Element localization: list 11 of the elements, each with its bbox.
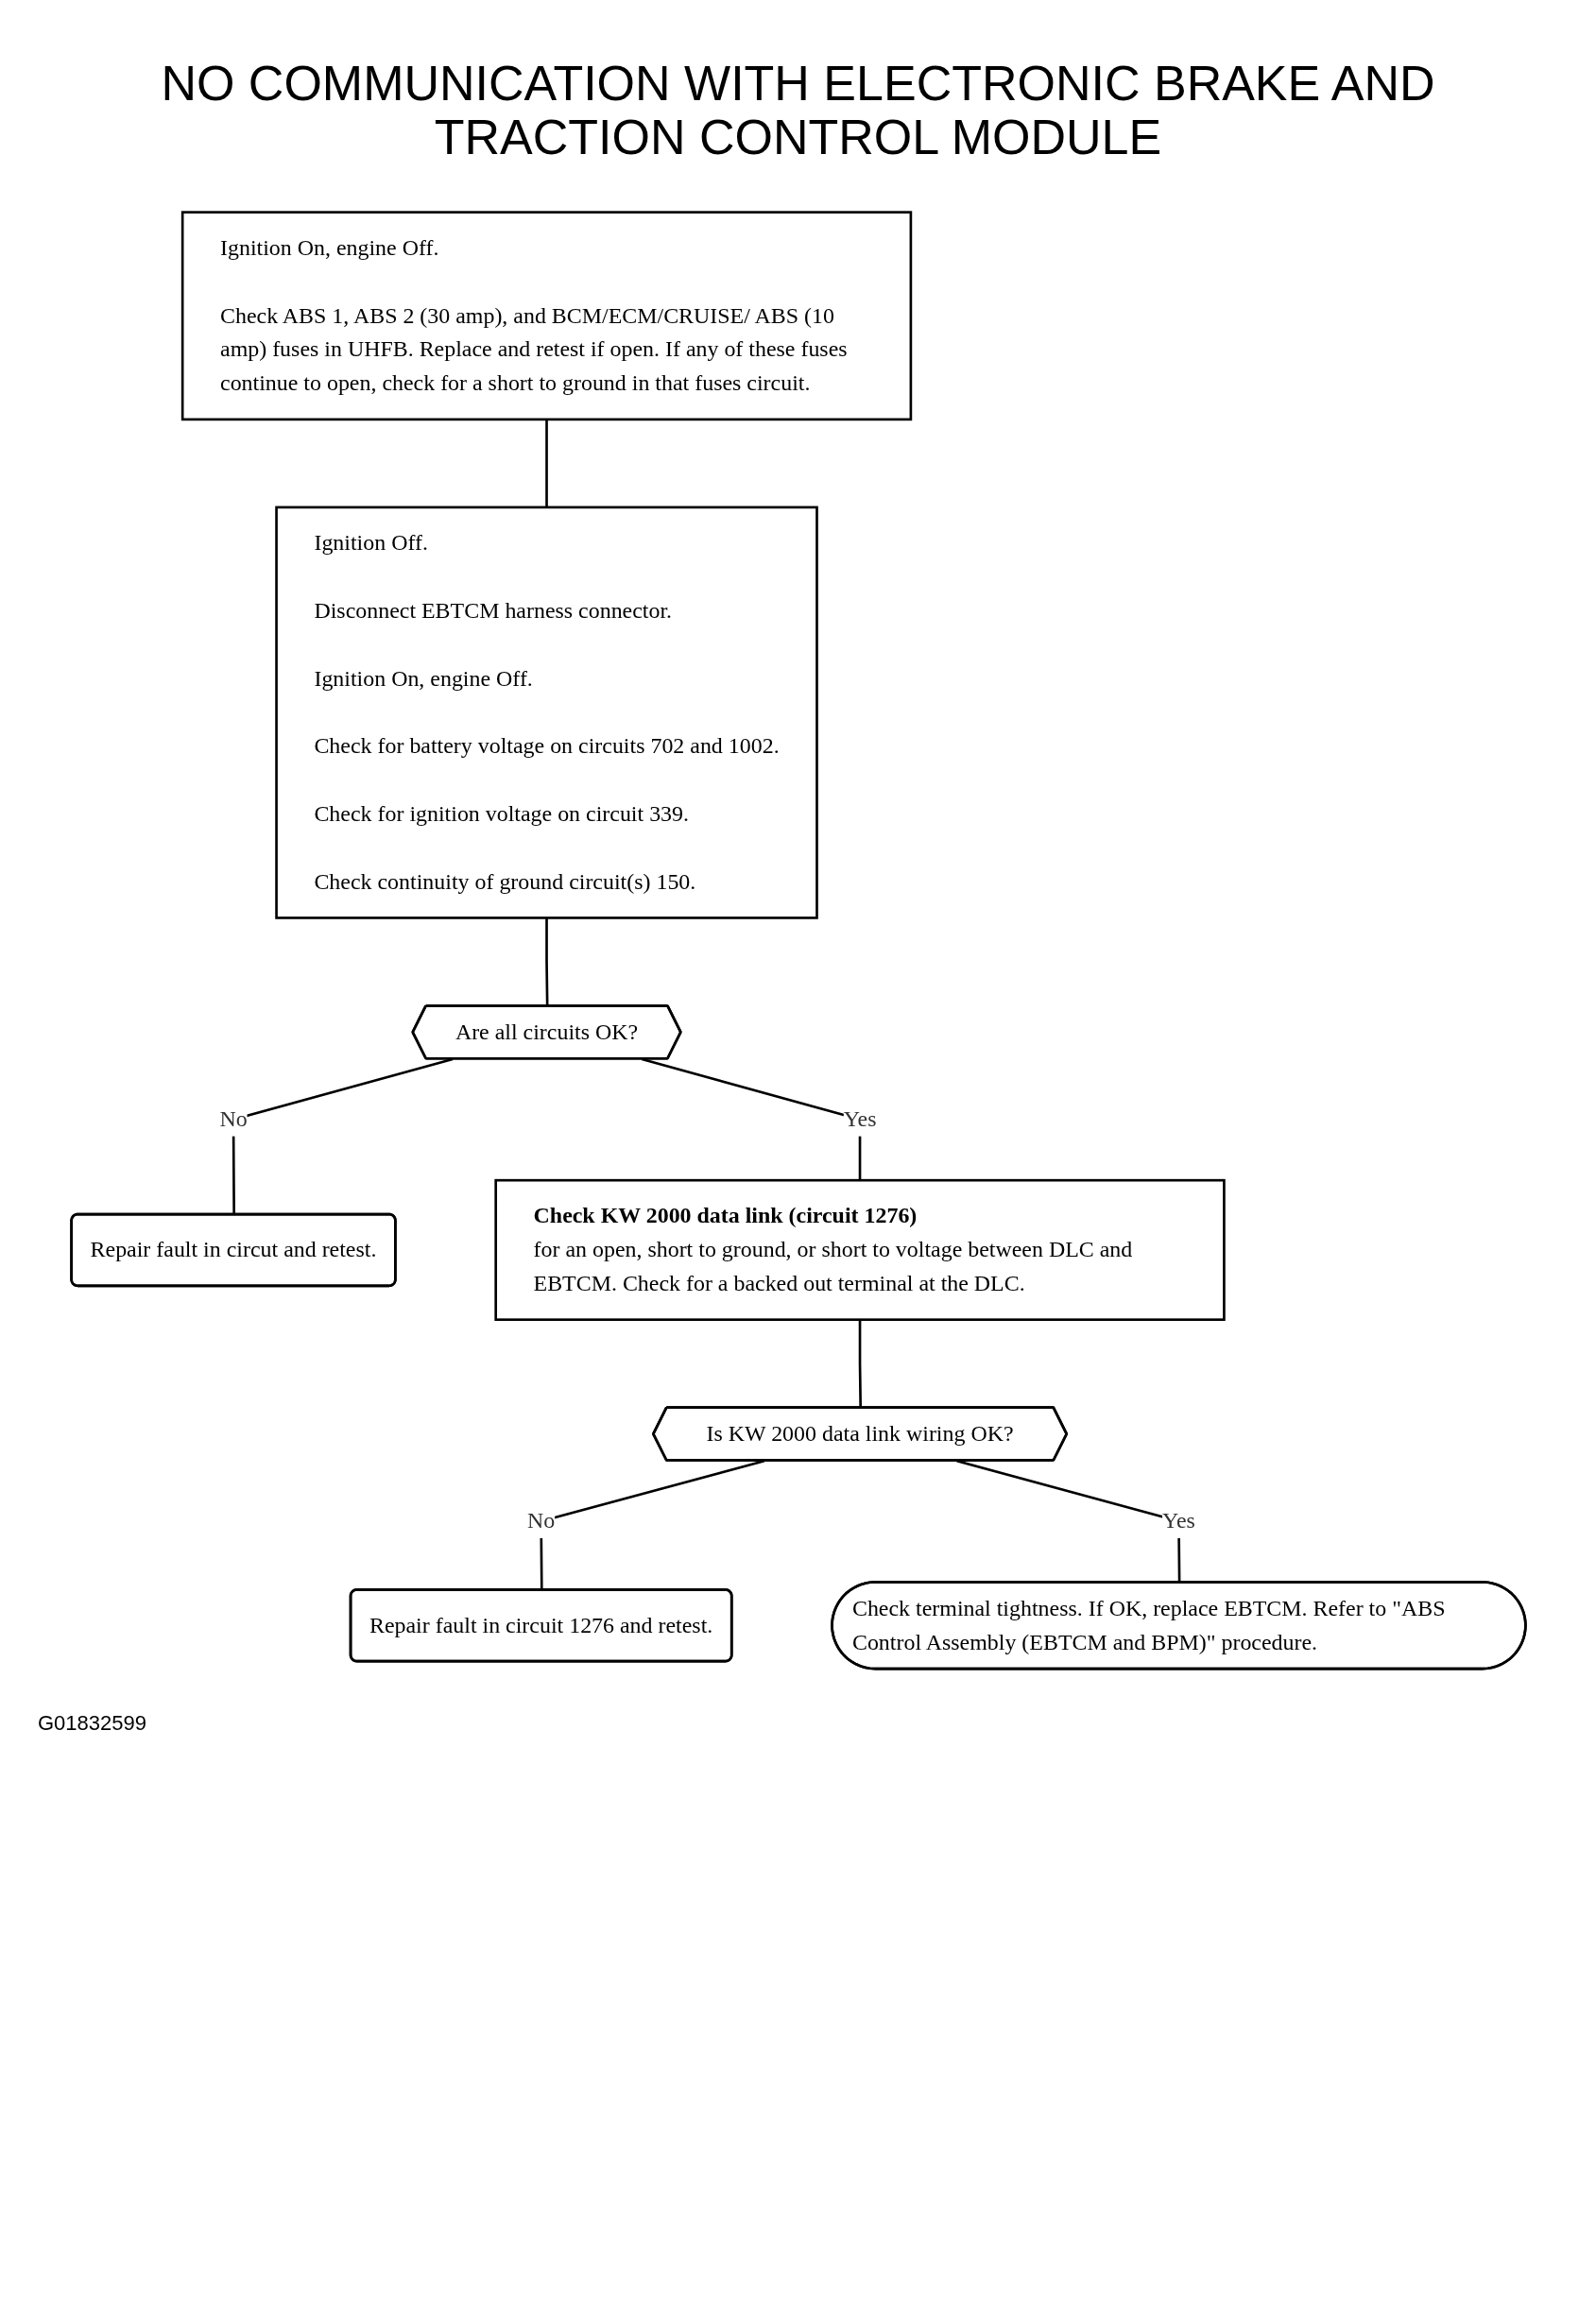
edge-label: Yes (843, 1106, 876, 1132)
node-box: Ignition On, engine Off. Check ABS 1, ABS 2 (30 amp), and BCM/ECM/CRUISE/ ABS (10 amp) fuses in UHFB. Replace and retest if open. If any of these fuses continue to open, check for a short to ground in that fuses circuit. (180, 211, 912, 421)
node-box: Ignition Off. Disconnect EBTCM harness connector. Ignition On, engine Off. Check for battery voltage on circuits 702 and 1002. Check for ignition voltage on circuit 339. Check continuity of ground circuit(s) 150. (274, 505, 818, 920)
figure-code: G01832599 (38, 1711, 147, 1737)
node-box: Check KW 2000 data link (circuit 1276) for an open, short to ground, or short to voltage between DLC and EBTCM. Check for a backed out terminal at the DLC. (493, 1179, 1226, 1322)
edge-label: Yes (1161, 1508, 1195, 1533)
edge-label: No (218, 1106, 248, 1132)
diagram-title: NO COMMUNICATION WITH ELECTRONIC BRAKE AND TRACTION CONTROL MODULE (160, 57, 1436, 165)
connector (858, 1320, 862, 1409)
connector (544, 420, 548, 508)
edge-label: No (526, 1508, 555, 1533)
